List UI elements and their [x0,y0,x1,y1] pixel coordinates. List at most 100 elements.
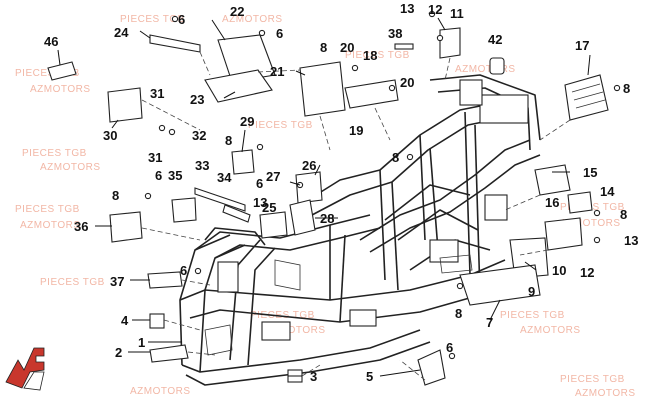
watermark: PIECES TGB [500,310,565,321]
part-label: 6 [256,176,263,191]
bracket-10 [544,217,583,251]
watermark: AZMOTORS [455,64,515,75]
part-label: 15 [583,165,597,180]
watermark: AZMOTORS [40,162,100,173]
fasteners [144,10,621,360]
watermark: AZMOTORS [222,14,282,25]
part-labels: 1 2 3 4 5 6 6 6 6 6 6 7 8 8 8 8 8 8 8 9 … [44,1,638,384]
bolt [593,236,601,244]
part-label: 8 [112,188,119,203]
part-label: 28 [320,211,334,226]
rear-crossmember [479,94,529,124]
engine-mount [484,194,508,221]
rear-bar-7 [459,264,541,306]
part-label: 8 [320,40,327,55]
bolt [613,84,621,92]
bracket-14 [567,191,593,214]
part-label: 31 [150,86,164,101]
part-label: 8 [392,150,399,165]
watermark: AZMOTORS [20,220,80,231]
part-label: 21 [270,64,284,79]
part-label: 37 [110,274,124,289]
bolt [168,128,176,136]
rod-34 [222,204,251,223]
plate-18 [344,79,399,109]
part-label: 23 [190,92,204,107]
watermark: PIECES TGB [15,68,80,79]
bracket-36 [109,211,143,243]
bolt [406,153,414,161]
bracket-21 [299,61,346,117]
bracket-24 [149,34,201,53]
bolt [448,352,456,360]
part-label: 8 [620,207,627,222]
part-label: 2 [115,345,122,360]
part-label: 7 [486,315,493,330]
part-label: 46 [44,34,58,49]
part-label: 4 [121,313,129,328]
watermark: PIECES TGB [345,50,410,61]
bracket-26 [295,171,323,204]
bracket-11 [439,27,461,59]
assembly-lines [141,51,571,381]
watermark: AZMOTORS [30,84,90,95]
part-label: 8 [455,306,462,321]
bracket-5 [417,349,446,386]
main-frame [179,74,541,386]
bolt [194,267,202,275]
bolt [593,209,601,217]
part-label: 11 [450,6,464,21]
part-label: 12 [428,2,442,17]
part-label: 8 [225,133,232,148]
plate-17 [564,74,609,121]
bracket-28 [289,199,316,236]
bushing-42 [489,57,505,75]
logo-mark [5,347,45,389]
part-label: 31 [148,150,162,165]
part-label: 18 [363,48,377,63]
part-label: 35 [168,168,182,183]
plate-23 [204,69,273,103]
part-label: 30 [103,128,117,143]
part-label: 25 [262,200,276,215]
bracket-30 [107,87,143,123]
part-label: 27 [266,169,280,184]
part-label: 34 [217,170,232,185]
bracket-35 [171,197,197,223]
part-label: 12 [580,265,594,280]
watermark: PIECES TGB [22,148,87,159]
part-label: 6 [178,12,185,27]
bolt [456,282,464,290]
part-label: 1 [138,335,145,350]
engine-mount [429,239,459,263]
bracket-2 [149,344,189,363]
part-label: 10 [552,263,566,278]
part-label: 5 [366,369,373,384]
bracket-25 [259,211,288,239]
watermark: PIECES TGB [560,374,625,385]
part-label: 32 [192,128,206,143]
clip-4 [149,313,165,329]
part-label: 20 [400,75,414,90]
front-gusset [261,321,291,341]
front-gusset [217,261,239,293]
watermark: PIECES TGB [15,204,80,215]
center-plate [349,309,377,327]
part-label: 26 [302,158,316,173]
plate-22 [217,34,276,83]
rear-bracket [459,79,483,106]
bolt [428,10,436,18]
part-label: 20 [340,40,354,55]
part-label: 42 [488,32,502,47]
watermark: AZMOTORS [560,218,620,229]
part-label: 13 [400,1,414,16]
part-label: 6 [276,26,283,41]
watermark: PIECES TGB [120,14,185,25]
part-label: 14 [600,184,615,199]
part-label: 16 [545,195,559,210]
part-label: 13 [624,233,638,248]
bolt [388,84,396,92]
brand-logo [5,347,45,391]
bolt [171,15,179,23]
